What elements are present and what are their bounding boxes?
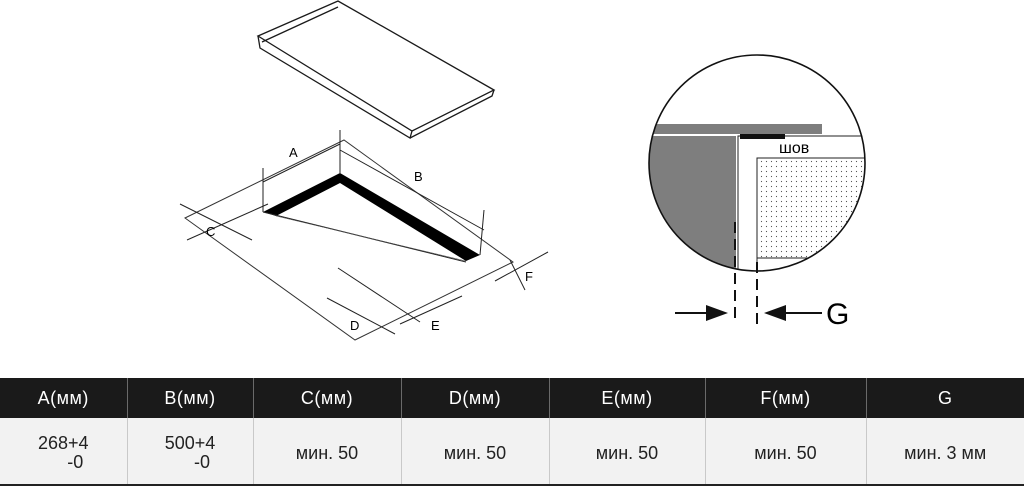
- header-g: G: [865, 378, 1024, 418]
- header-f: F(мм): [704, 378, 866, 418]
- table-row: 268+4 -0 500+4 -0 мин. 50 мин. 50 мин. 5…: [0, 418, 1024, 486]
- value-b-tolerance: -0: [193, 452, 210, 472]
- arrow-left-icon: [764, 305, 786, 321]
- dim-label-e: E: [431, 318, 440, 333]
- value-e: мин. 50: [548, 418, 705, 486]
- seam-detail-circle: [648, 54, 866, 272]
- gap-label: G: [826, 298, 849, 331]
- value-f: мин. 50: [704, 418, 866, 486]
- header-a: A(мм): [0, 378, 127, 418]
- dim-label-b: B: [414, 169, 423, 184]
- dimension-lines: [179, 130, 549, 335]
- dim-label-f: F: [525, 269, 533, 284]
- value-b: 500+4 -0: [126, 418, 253, 486]
- arrow-right-icon: [706, 305, 728, 321]
- value-b-main: 500+4: [164, 433, 216, 453]
- value-g: мин. 3 мм: [865, 418, 1024, 486]
- value-c: мин. 50: [252, 418, 401, 486]
- installation-diagram: A B C D E F шов G: [179, 0, 866, 341]
- gap-indicator: [675, 222, 822, 324]
- header-e: E(мм): [548, 378, 705, 418]
- value-a-main: 268+4: [37, 433, 89, 453]
- countertop-cutout: [184, 139, 514, 341]
- header-b: B(мм): [126, 378, 253, 418]
- seam-label: шов: [779, 140, 809, 157]
- table-header-row: A(мм) B(мм) C(мм) D(мм) E(мм) F(мм) G: [0, 378, 1024, 418]
- dim-label-a: A: [289, 145, 298, 160]
- dim-label-d: D: [350, 318, 359, 333]
- hob-panel: [256, 0, 496, 139]
- value-d: мин. 50: [400, 418, 549, 486]
- dim-label-c: C: [206, 224, 215, 239]
- header-c: C(мм): [252, 378, 401, 418]
- value-a-tolerance: -0: [67, 452, 84, 472]
- header-d: D(мм): [400, 378, 549, 418]
- dimensions-table: A(мм) B(мм) C(мм) D(мм) E(мм) F(мм) G 26…: [0, 378, 1024, 486]
- value-a: 268+4 -0: [0, 418, 127, 486]
